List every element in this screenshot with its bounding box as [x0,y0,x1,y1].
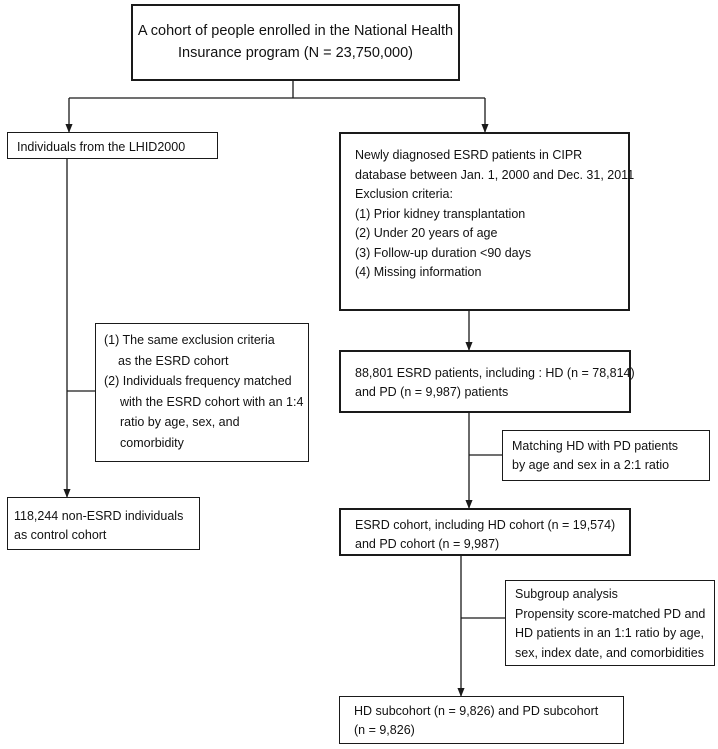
note-item-2: (2) Individuals frequency matched [104,374,292,388]
note-item-1: (1) The same exclusion criteria [104,333,275,347]
subgroup-line: sex, index date, and comorbidities [515,645,704,660]
matching-line-1: Matching HD with PD patients [512,439,679,453]
subgroup-heading: Subgroup analysis [515,587,618,601]
note-item-2-cont: with the ESRD cohort with an 1:4 [120,394,304,409]
esrd-cohort-line-1: ESRD cohort, including HD cohort (n = 19… [355,518,616,532]
control-exclusion-note-box: (1) The same exclusion criteria as the E… [95,323,309,462]
exclusion-criterion: (2) Under 20 years of age [355,226,498,240]
lhid-box: Individuals from the LHID2000 [7,132,218,159]
note-item-2-cont: ratio by age, sex, and [120,415,240,429]
control-line-1: 118,244 non-ESRD individuals [14,509,184,523]
control-cohort-box: 118,244 non-ESRD individuals as control … [7,497,200,550]
enrollment-line-2: Insurance program (N = 23,750,000) [178,45,413,61]
matching-line-2: by age and sex in a 2:1 ratio [512,458,670,472]
note-item-1-cont: as the ESRD cohort [118,353,229,368]
subcohort-box: HD subcohort (n = 9,826) and PD subcohor… [339,696,624,744]
esrd-new-line: database between Jan. 1, 2000 and Dec. 3… [355,167,635,182]
subcohort-line-2: (n = 9,826) [354,723,415,737]
note-item-2-cont: comorbidity [120,435,184,450]
esrd-patients-line-1: 88,801 ESRD patients, including : HD (n … [355,366,635,380]
matching-note-box: Matching HD with PD patients by age and … [502,430,710,481]
exclusion-criterion: (3) Follow-up duration <90 days [355,245,532,260]
subcohort-line-1: HD subcohort (n = 9,826) and PD subcohor… [354,704,599,718]
enrollment-cohort-box: A cohort of people enrolled in the Natio… [131,4,460,81]
esrd-cohort-box: ESRD cohort, including HD cohort (n = 19… [339,508,631,556]
esrd-patients-line-2: and PD (n = 9,987) patients [355,385,509,399]
exclusion-criteria-heading: Exclusion criteria: [355,187,453,201]
esrd-new-line: Newly diagnosed ESRD patients in CIPR [355,148,583,162]
newly-diagnosed-esrd-box: Newly diagnosed ESRD patients in CIPR da… [339,132,635,311]
exclusion-criterion: (1) Prior kidney transplantation [355,206,526,221]
lhid-label: Individuals from the LHID2000 [17,140,186,154]
esrd-patients-box: 88,801 ESRD patients, including : HD (n … [339,350,635,413]
esrd-cohort-line-2: and PD cohort (n = 9,987) [355,537,500,551]
subgroup-line: HD patients in an 1:1 ratio by age, [515,626,705,640]
exclusion-criterion: (4) Missing information [355,265,482,279]
enrollment-line-1: A cohort of people enrolled in the Natio… [137,23,454,39]
subgroup-line: Propensity score-matched PD and [515,606,706,621]
control-line-2: as control cohort [14,528,107,542]
subgroup-analysis-note-box: Subgroup analysis Propensity score-match… [505,580,715,666]
